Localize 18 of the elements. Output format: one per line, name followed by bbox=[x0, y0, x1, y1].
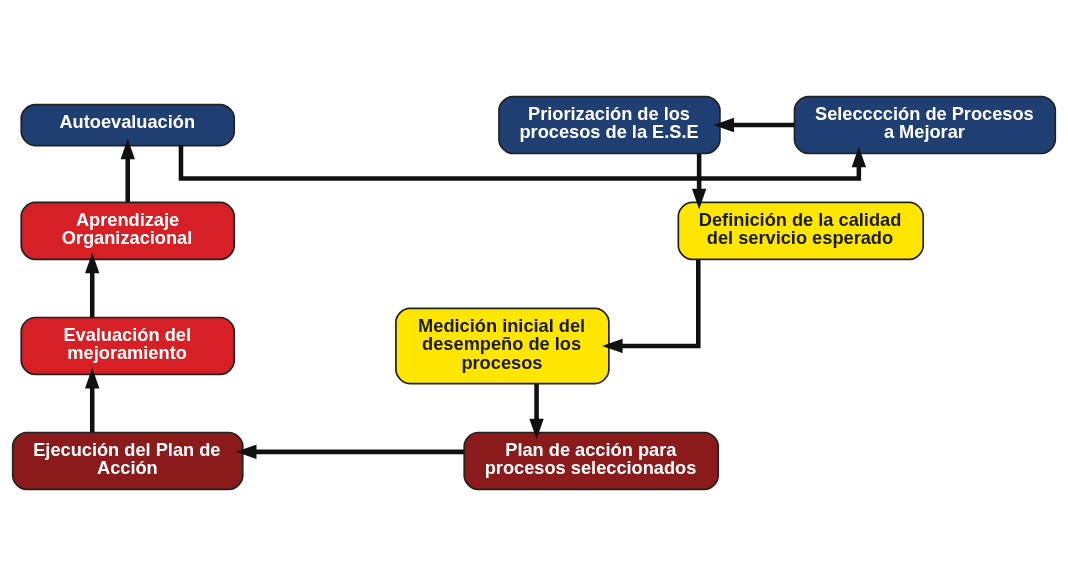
node-box: Ejecución del Plan de Acción bbox=[11, 431, 244, 490]
arrow bbox=[120, 138, 135, 202]
node-box: Selecccción de Procesos a Mejorar bbox=[793, 95, 1057, 154]
arrow bbox=[602, 259, 701, 353]
arrow bbox=[85, 367, 100, 432]
arrow bbox=[85, 252, 100, 317]
node-box: Definición de la calidad del servicio esperado bbox=[677, 201, 925, 260]
arrow bbox=[691, 153, 707, 209]
arrow bbox=[178, 145, 867, 181]
node-box: Priorización de los procesos de la E.S.E bbox=[498, 95, 721, 154]
node-box: Medición inicial del desempeño de los procesos bbox=[395, 307, 610, 384]
node-box: Autoevaluación bbox=[20, 103, 236, 146]
arrow bbox=[235, 444, 464, 459]
node-box: Evaluación del mejoramiento bbox=[20, 316, 236, 375]
node-box: Plan de acción para procesos seleccionados bbox=[463, 431, 720, 490]
arrow bbox=[529, 383, 544, 439]
arrow bbox=[713, 117, 795, 132]
node-box: Aprendizaje Organizacional bbox=[20, 201, 236, 260]
